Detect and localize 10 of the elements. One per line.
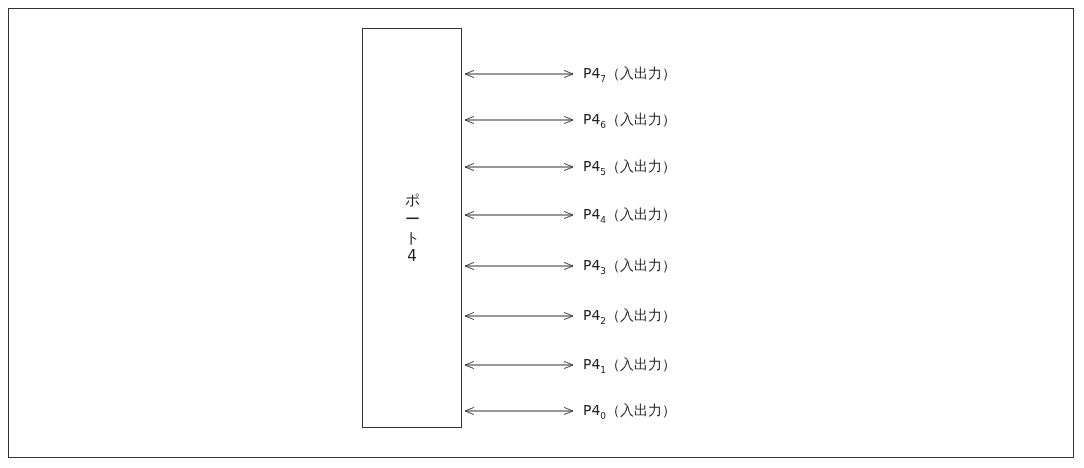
pin-label: P4$_{3}$（入出力） (583, 256, 677, 276)
pin-label: P4$_{5}$（入出力） (583, 157, 677, 177)
pin-label: P4$_{6}$（入出力） (583, 110, 677, 130)
pin-label: P4$_{0}$（入出力） (583, 401, 677, 421)
port-block (362, 28, 462, 428)
pin-label: P4$_{4}$（入出力） (583, 205, 677, 225)
pin-label: P4$_{7}$（入出力） (583, 64, 677, 84)
pin-label: P4$_{2}$（入出力） (583, 306, 677, 326)
pin-label: P4$_{1}$（入出力） (583, 355, 677, 375)
port-label: ポート4 (404, 191, 420, 266)
